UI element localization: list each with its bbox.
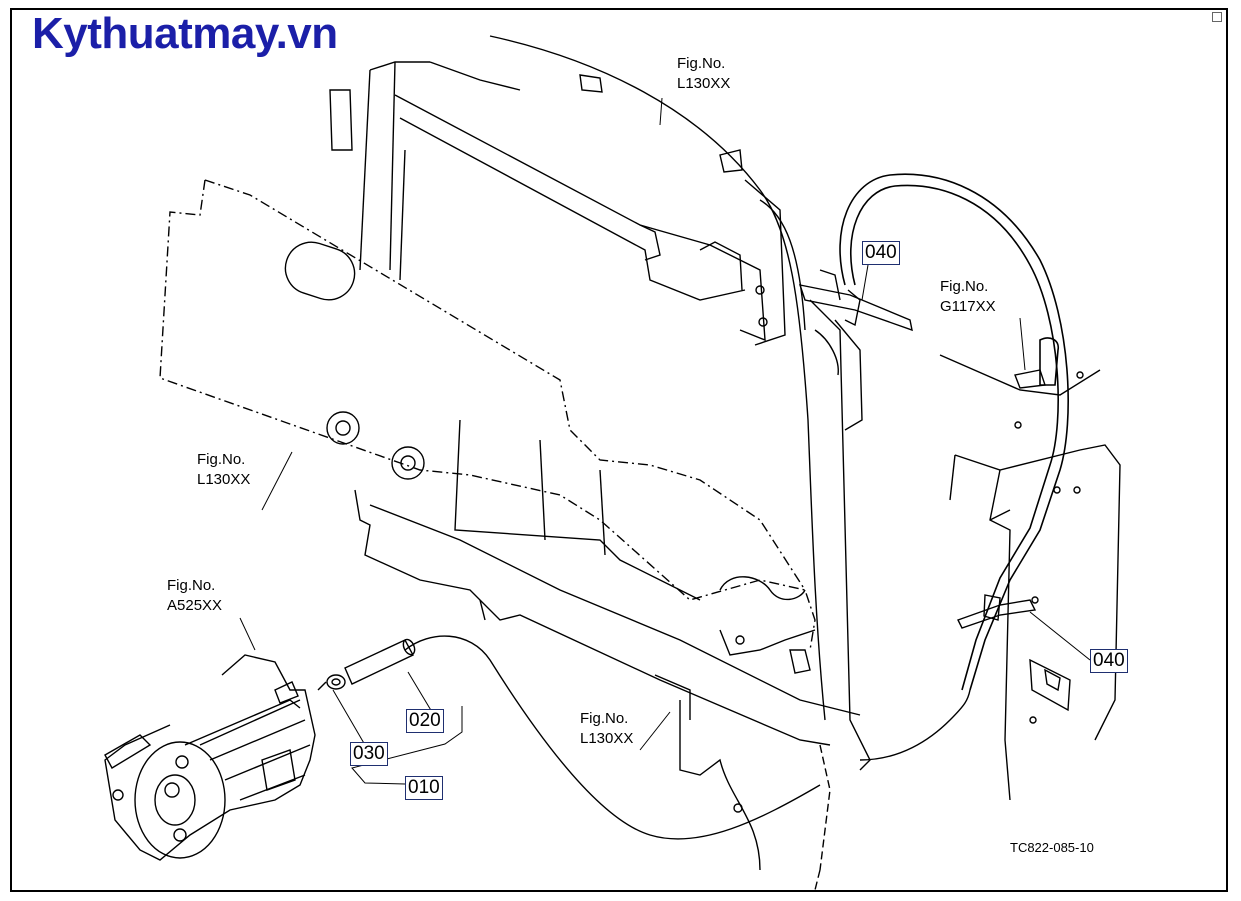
fig-label: Fig.No. xyxy=(677,55,726,72)
corner-mark xyxy=(1212,12,1222,22)
part-label-010[interactable]: 010 xyxy=(405,776,443,800)
fig-code: L130XX xyxy=(677,75,731,92)
fig-label: Fig.No. xyxy=(197,451,246,468)
part-label-030[interactable]: 030 xyxy=(350,742,388,766)
fig-code: G117XX xyxy=(940,298,996,315)
radiator-frame xyxy=(329,35,871,771)
fig-code: A525XX xyxy=(167,597,223,614)
brand-watermark: Kythuatmay.vn xyxy=(32,9,338,58)
fig-reference-bottom: Fig.No. L130XX xyxy=(580,709,633,749)
clamp-upper xyxy=(798,269,913,332)
sleeve-assembly xyxy=(317,638,416,691)
clamp-lower xyxy=(957,594,1037,629)
fig-reference-left: Fig.No. L130XX xyxy=(197,450,250,490)
fig-code: L130XX xyxy=(197,471,251,488)
rubber-tube xyxy=(839,173,1069,691)
side-frame xyxy=(939,354,1121,801)
drawing-code: TC822-085-10 xyxy=(1010,840,1094,855)
fig-reference-right: Fig.No. G117XX xyxy=(940,277,996,317)
wiring-harness xyxy=(404,635,971,840)
shroud-panel-details xyxy=(284,241,806,601)
fig-label: Fig.No. xyxy=(167,577,216,594)
fig-reference-top: Fig.No. L130XX xyxy=(677,54,730,94)
alternator xyxy=(104,654,316,861)
fig-code: L130XX xyxy=(580,730,634,747)
fig-reference-alternator: Fig.No. A525XX xyxy=(167,576,222,616)
fig-label: Fig.No. xyxy=(940,278,989,295)
dashed-leaders xyxy=(814,744,831,891)
part-label-020[interactable]: 020 xyxy=(406,709,444,733)
part-label-040-lower[interactable]: 040 xyxy=(1090,649,1128,673)
shroud-panel xyxy=(159,179,816,651)
lower-rail xyxy=(354,489,861,871)
leader-lines xyxy=(239,97,1091,785)
fig-label: Fig.No. xyxy=(580,710,629,727)
part-label-040-upper[interactable]: 040 xyxy=(862,241,900,265)
drawing-frame xyxy=(10,8,1228,892)
